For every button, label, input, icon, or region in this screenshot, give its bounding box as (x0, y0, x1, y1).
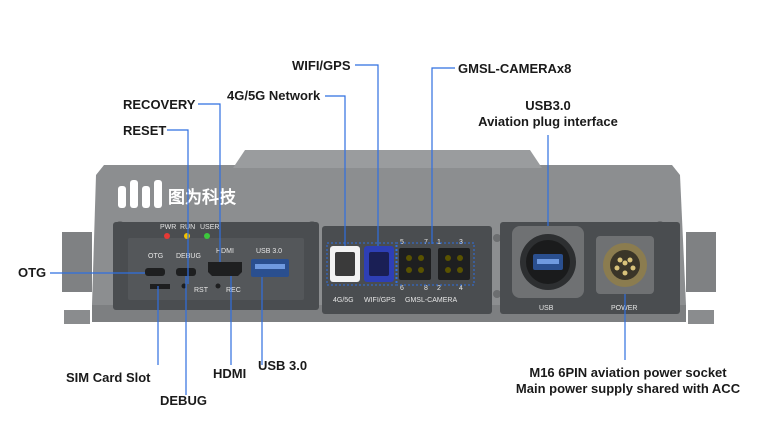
callout-lines (50, 64, 626, 395)
callout-recovery: RECOVERY (123, 97, 196, 112)
callout-usb-line2: Aviation plug interface (478, 114, 618, 129)
debug-hole (181, 283, 187, 289)
label-gmsl: GMSL-CAMERA (405, 297, 457, 304)
callout-usb-aviation: USB3.0 Aviation plug interface (468, 98, 628, 130)
right-fin (686, 232, 716, 292)
callout-network: 4G/5G Network (227, 88, 321, 103)
line-reset (167, 129, 189, 284)
callout-reset: RESET (123, 123, 167, 138)
cam-label-4: 4 (459, 285, 463, 292)
label-otg: OTG (148, 253, 163, 260)
line-gmsl (431, 67, 455, 244)
otg-port (145, 268, 165, 276)
rst-hole (215, 283, 221, 289)
label-usb30: USB 3.0 (256, 248, 282, 255)
line-network (325, 95, 346, 246)
label-usb: USB (539, 305, 554, 312)
brand-name: 图为科技 (168, 187, 237, 208)
chassis-top-ridge (233, 150, 542, 168)
callout-usb-line1: USB3.0 (525, 98, 571, 113)
callout-debug: DEBUG (160, 393, 207, 408)
cam-label-2: 2 (437, 285, 441, 292)
callout-gmsl-camera: GMSL-CAMERAx8 (458, 61, 572, 76)
sim-slot (150, 284, 170, 289)
callout-usb30: USB 3.0 (258, 358, 308, 373)
camera-connector-b (438, 248, 470, 280)
label-pwr: PWR (160, 224, 176, 231)
label-wifigps: WIFI/GPS (364, 297, 396, 304)
label-user: USER (200, 224, 219, 231)
callout-power: M16 6PIN aviation power socket Main powe… (508, 365, 748, 397)
label-power: POWER (611, 305, 637, 312)
led-pwr (164, 233, 170, 239)
debug-port (176, 268, 196, 276)
label-hdmi: HDMI (216, 248, 234, 255)
label-rst: RST (194, 287, 209, 294)
callout-hdmi: HDMI (213, 366, 247, 381)
cam-label-8: 8 (424, 285, 428, 292)
callout-power-line2: Main power supply shared with ACC (515, 381, 741, 396)
camera-connector-a (399, 248, 431, 280)
callout-otg: OTG (18, 265, 47, 280)
label-net: 4G/5G (333, 297, 354, 304)
screw (493, 234, 501, 242)
screw (493, 290, 501, 298)
cam-label-1: 1 (437, 239, 441, 246)
callout-power-line1: M16 6PIN aviation power socket (529, 365, 727, 380)
hdmi-port (208, 262, 242, 276)
brand-logo-icon (118, 180, 162, 208)
label-rec: REC (226, 287, 241, 294)
callout-wifi-gps: WIFI/GPS (292, 58, 351, 73)
callout-sim: SIM Card Slot (66, 370, 151, 385)
left-fin (62, 232, 92, 292)
cam-label-6: 6 (400, 285, 404, 292)
line-wifi-gps (355, 64, 379, 246)
led-user (204, 233, 210, 239)
line-recovery (198, 103, 221, 262)
led-run (184, 233, 190, 239)
